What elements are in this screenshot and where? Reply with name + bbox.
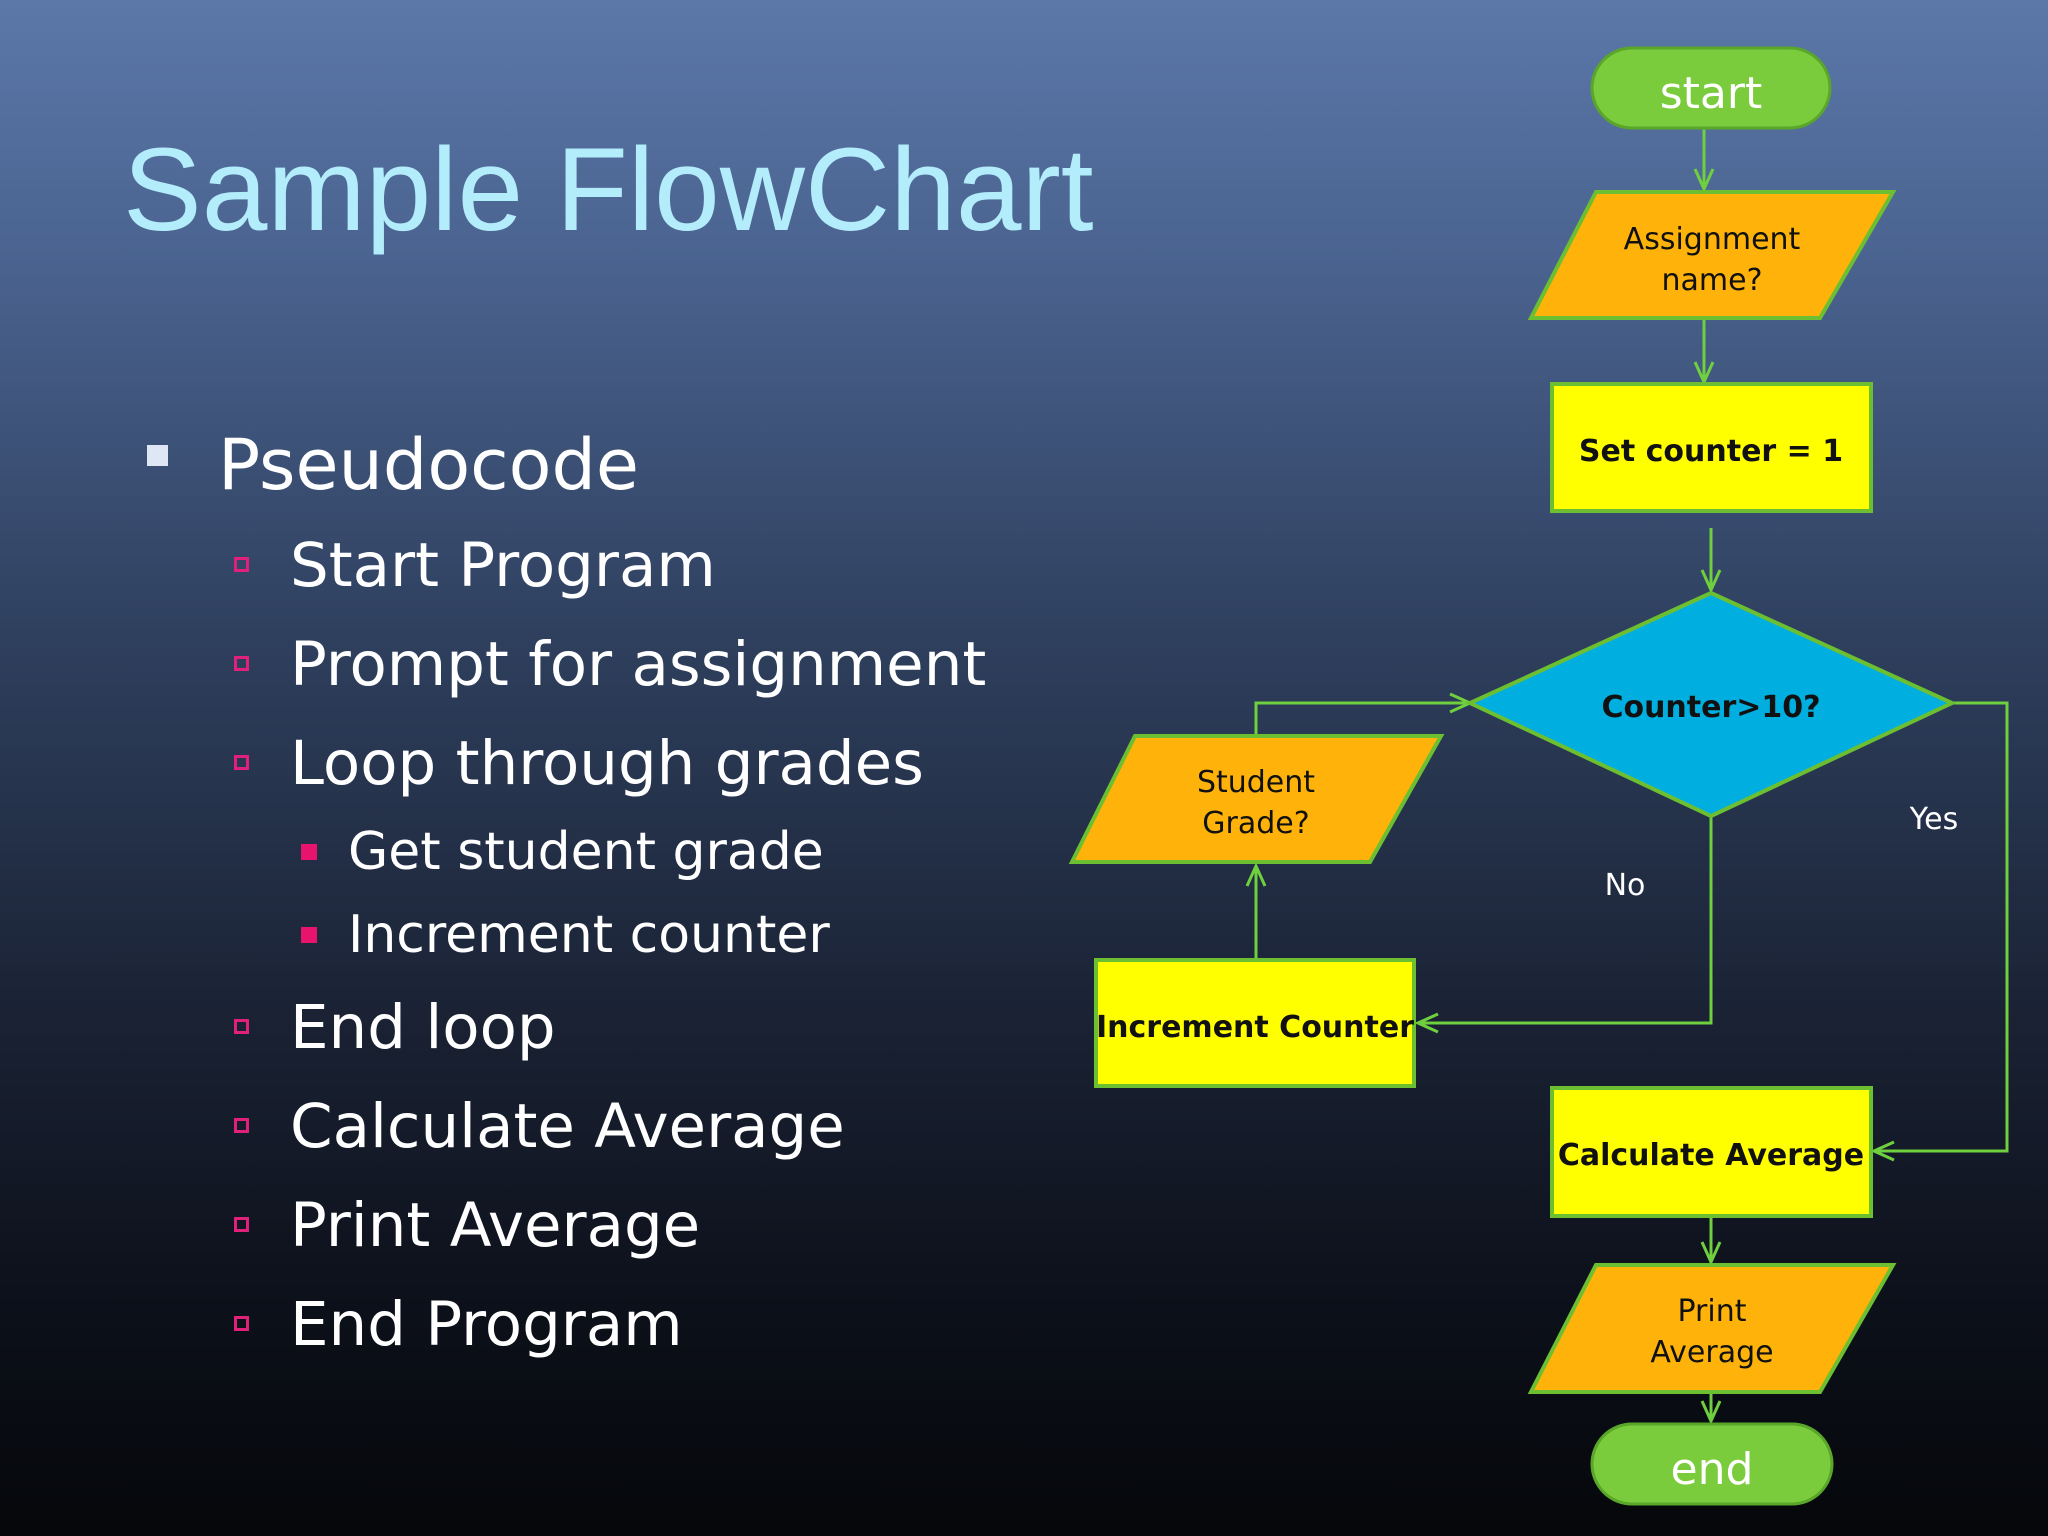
end-terminator: end (1590, 1422, 1834, 1506)
start-terminator: start (1590, 46, 1832, 130)
list-item-label: Start Program (290, 530, 716, 601)
student-grade-label-line2: Grade? (1202, 806, 1309, 841)
edge-label-no: No (1605, 868, 1646, 903)
calculate-average-process-node: Calculate Average (1550, 1086, 1873, 1218)
list-item: End Program (234, 1294, 683, 1355)
list-item: End loop (234, 997, 556, 1058)
filled-square-bullet-icon (301, 927, 317, 943)
flowchart-connectors (1254, 128, 2009, 1421)
hollow-square-bullet-icon (234, 1316, 249, 1331)
list-item-label: Get student grade (348, 822, 824, 882)
assignment-label-line2: name? (1661, 263, 1762, 298)
edge-label-yes: Yes (1909, 802, 1958, 837)
list-item-label: Calculate Average (290, 1091, 845, 1162)
decision-label: Counter>10? (1601, 690, 1820, 725)
list-item-label: End loop (290, 992, 556, 1063)
list-item: Prompt for assignment (234, 634, 986, 695)
student-grade-input-node: Student Grade? (1068, 734, 1445, 864)
hollow-square-bullet-icon (234, 1217, 249, 1232)
list-item-label: Increment counter (348, 905, 830, 965)
list-item: Loop through grades (234, 733, 924, 794)
print-average-label-line2: Average (1650, 1335, 1773, 1370)
set-counter-process-node: Set counter = 1 (1550, 382, 1873, 513)
list-item-label: End Program (290, 1289, 683, 1360)
student-grade-label-line1: Student (1197, 765, 1315, 800)
pseudocode-outline: Pseudocode Start Program Prompt for assi… (0, 0, 1000, 1536)
increment-counter-process-node: Increment Counter (1094, 958, 1416, 1088)
print-average-input-node: Print Average (1527, 1263, 1897, 1394)
assignment-label-line1: Assignment (1624, 222, 1801, 257)
calculate-average-label: Calculate Average (1558, 1138, 1864, 1173)
list-item: Print Average (234, 1195, 700, 1256)
list-item: Get student grade (301, 826, 824, 878)
list-item: Calculate Average (234, 1096, 845, 1157)
print-average-label-line1: Print (1677, 1294, 1746, 1329)
list-item: Start Program (234, 535, 716, 596)
list-item-label: Prompt for assignment (290, 629, 987, 700)
outline-heading-label: Pseudocode (218, 424, 639, 506)
start-label: start (1660, 68, 1762, 119)
connector-decision-yes-to-calculate (1874, 701, 2009, 1151)
list-item-label: Loop through grades (290, 728, 924, 799)
hollow-square-bullet-icon (234, 1118, 249, 1133)
list-item-label: Print Average (290, 1190, 701, 1261)
connector-student-grade-to-decision (1254, 703, 1470, 736)
hollow-square-bullet-icon (234, 557, 249, 572)
end-label: end (1671, 1444, 1754, 1495)
slide-title: Sample FlowChart (123, 124, 1094, 256)
square-bullet-icon (147, 445, 168, 466)
hollow-square-bullet-icon (234, 755, 249, 770)
connector-decision-no-to-increment (1418, 816, 1713, 1023)
counter-decision-node: Counter>10? (1465, 590, 1957, 819)
assignment-input-node: Assignment name? (1527, 190, 1897, 320)
set-counter-label: Set counter = 1 (1579, 434, 1843, 469)
outline-heading: Pseudocode (147, 430, 639, 500)
filled-square-bullet-icon (301, 844, 317, 860)
hollow-square-bullet-icon (234, 1019, 249, 1034)
increment-counter-label: Increment Counter (1096, 1010, 1414, 1045)
hollow-square-bullet-icon (234, 656, 249, 671)
list-item: Increment counter (301, 909, 830, 961)
